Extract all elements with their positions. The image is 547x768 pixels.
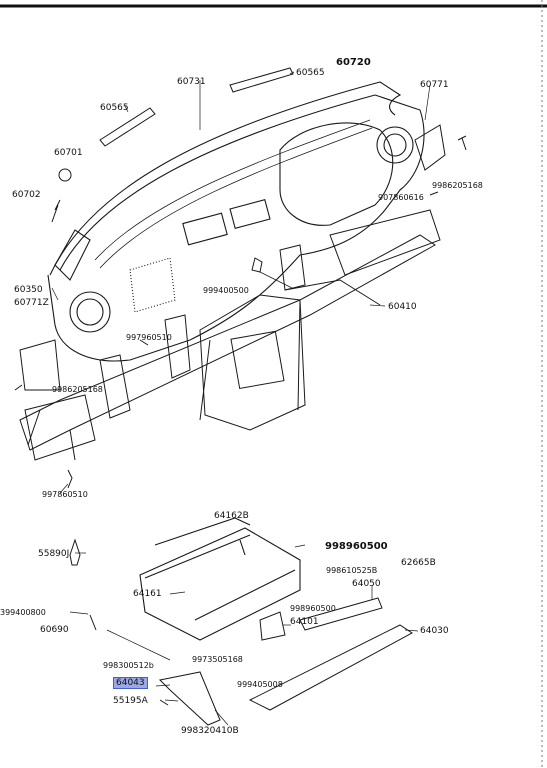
part-label-9986205168-left: 9986205168 <box>52 385 103 394</box>
part-label-60565-left: 60565 <box>100 103 129 113</box>
part-label-62665b: 62665B <box>401 558 436 568</box>
part-label-998960500: 998960500 <box>325 541 388 552</box>
part-label-64161: 64161 <box>133 589 162 599</box>
part-label-64043-highlighted[interactable]: 64043 <box>113 677 148 689</box>
part-label-55195a: 55195A <box>113 696 148 706</box>
right-cover <box>414 124 446 171</box>
defroster-strips <box>99 67 294 147</box>
leader-lines <box>51 71 431 726</box>
part-label-60701: 60701 <box>54 148 83 158</box>
part-label-60731: 60731 <box>177 77 206 87</box>
lower-frame <box>19 209 441 461</box>
part-label-60690: 60690 <box>40 625 69 635</box>
part-label-64101: 64101 <box>290 617 319 627</box>
part-label-998300512b: 998300512b <box>103 661 154 670</box>
part-label-64030: 64030 <box>420 626 449 636</box>
part-label-999400500: 999400500 <box>203 286 249 295</box>
part-label-64050: 64050 <box>352 579 381 589</box>
part-label-60771: 60771 <box>420 80 449 90</box>
part-label-60702: 60702 <box>12 190 41 200</box>
part-label-60410: 60410 <box>388 302 417 312</box>
part-label-998960500-small: 998960500 <box>290 604 336 613</box>
part-label-9986205168-right: 9986205168 <box>432 181 483 190</box>
part-label-399400800: 399400800 <box>0 608 46 617</box>
part-label-60350: 60350 <box>14 285 43 295</box>
part-label-60771z: 60771Z <box>14 298 49 308</box>
lower-brackets <box>89 597 413 726</box>
part-label-9973505168: 9973505168 <box>192 655 243 664</box>
dashboard-panel <box>47 81 425 362</box>
part-label-999405008: 999405008 <box>237 680 283 689</box>
part-label-55890j: 55890J <box>38 549 70 559</box>
part-label-998610525b: 998610525B <box>326 566 378 575</box>
part-label-997860510: 997860510 <box>42 490 88 499</box>
part-label-60565-top: 60565 <box>296 68 325 78</box>
part-label-64162b: 64162B <box>214 511 249 521</box>
glove-box <box>139 517 301 641</box>
part-label-998320410b: 998320410B <box>181 726 239 736</box>
part-label-907860616: 907860616 <box>378 193 424 202</box>
part-label-997960510: 997960510 <box>126 333 172 342</box>
part-label-60720: 60720 <box>336 57 371 68</box>
